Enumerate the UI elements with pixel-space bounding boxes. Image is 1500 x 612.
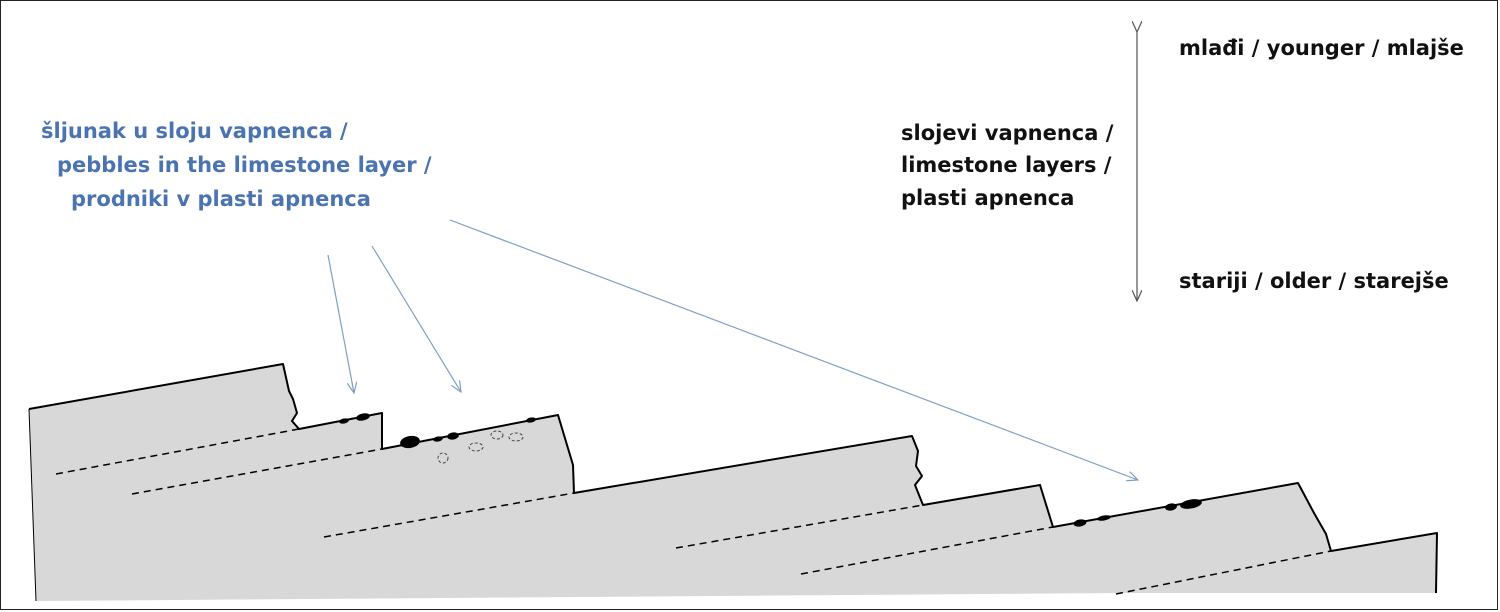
layers-label-line-3: plasti apnenca xyxy=(901,181,1074,215)
layers-label-line-1: slojevi vapnenca / xyxy=(901,116,1113,150)
limestone-rock-body xyxy=(29,364,1437,601)
older-label: stariji / older / starejše xyxy=(1179,264,1449,298)
layers-label-line-2: limestone layers / xyxy=(901,148,1111,182)
pointer-arrow-2 xyxy=(372,246,461,392)
younger-label: mlađi / younger / mlajše xyxy=(1179,31,1464,65)
pointer-arrow-1 xyxy=(328,255,354,393)
pebbles-label-line-2: pebbles in the limestone layer / xyxy=(57,148,432,182)
pebbles-label-line-3: prodniki v plasti apnenca xyxy=(71,182,371,216)
pebbles-label-line-1: šljunak u sloju vapnenca / xyxy=(41,114,348,148)
